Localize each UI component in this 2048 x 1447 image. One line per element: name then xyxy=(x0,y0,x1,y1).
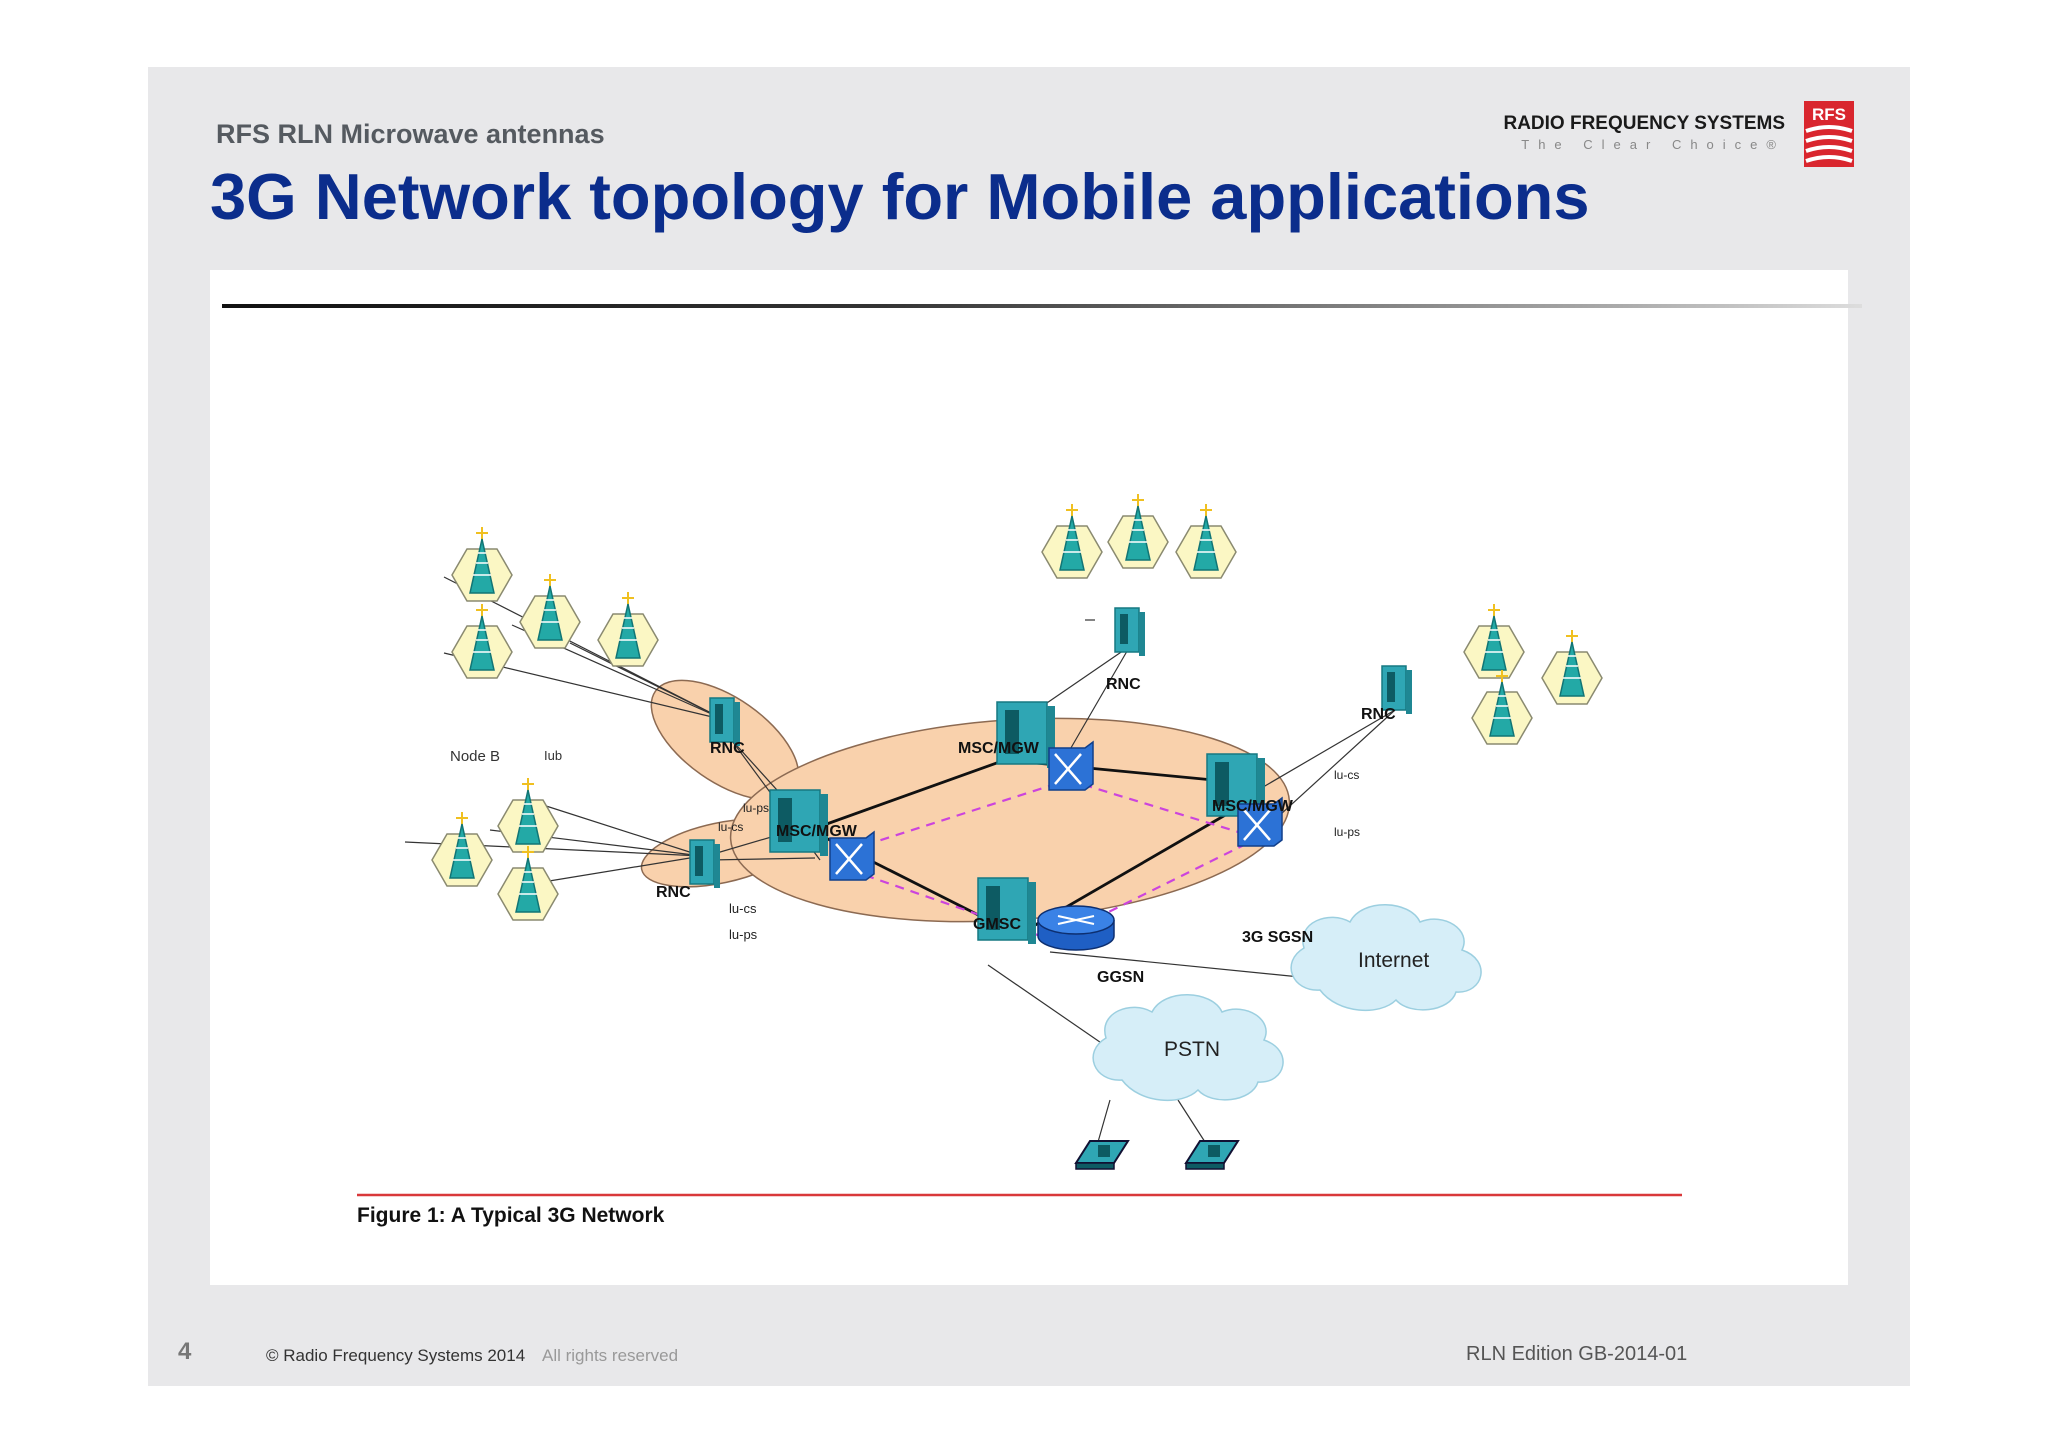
label-lu-cs-upper: lu-cs xyxy=(718,820,743,834)
figure-panel: Node B Iub RNC RNC RNC RNC MSC/MGW MSC/M… xyxy=(210,270,1862,1285)
internet-cloud-icon xyxy=(1290,904,1482,1012)
logo-company-name: RADIO FREQUENCY SYSTEMS xyxy=(1503,113,1785,134)
telephone-icon xyxy=(1075,1140,1129,1170)
label-rnc-top: RNC xyxy=(1106,676,1141,693)
tower-icon xyxy=(1041,503,1103,579)
tower-icon xyxy=(497,845,559,921)
figure-caption: Figure 1: A Typical 3G Network xyxy=(357,1204,665,1227)
label-lu-ps-right: lu-ps xyxy=(1334,825,1360,839)
gmsc-icon xyxy=(977,877,1037,945)
tower-icon xyxy=(1471,669,1533,745)
telephone-icon xyxy=(1185,1140,1239,1170)
edition-text: RLN Edition GB-2014-01 xyxy=(1466,1343,1688,1365)
label-pstn: PSTN xyxy=(1164,1038,1220,1061)
label-ggsn: GGSN xyxy=(1097,969,1144,986)
copyright-text: © Radio Frequency Systems 2014 xyxy=(266,1346,526,1365)
tower-icon xyxy=(519,573,581,649)
rnc-upper-left-icon xyxy=(709,697,741,747)
label-lu-cs-right: lu-cs xyxy=(1334,768,1359,782)
tower-icon xyxy=(597,591,659,667)
msc-mgw-top-icon xyxy=(996,701,1056,769)
label-msc-mgw-top: MSC/MGW xyxy=(958,740,1040,757)
page-number: 4 xyxy=(178,1338,192,1365)
tower-icon xyxy=(451,526,513,602)
nodeb-cluster-top xyxy=(1041,493,1237,579)
label-lu-ps-lower: lu-ps xyxy=(729,927,758,942)
pstn-cloud-icon xyxy=(1092,994,1284,1102)
slide-subtitle: RFS RLN Microwave antennas xyxy=(216,119,605,149)
divider-line xyxy=(222,304,1862,308)
label-iub: Iub xyxy=(544,748,562,763)
svg-text:RFS: RFS xyxy=(1812,105,1846,124)
label-gmsc: GMSC xyxy=(973,916,1021,933)
rights-text: All rights reserved xyxy=(542,1346,679,1365)
tower-icon xyxy=(1541,629,1603,705)
rnc-lower-left-icon xyxy=(689,839,721,889)
label-lu-ps-upper: lu-ps xyxy=(743,801,769,815)
tower-icon xyxy=(451,603,513,679)
label-internet: Internet xyxy=(1358,949,1429,972)
label-3g-sgsn: 3G SGSN xyxy=(1242,929,1313,946)
switch-icon xyxy=(1047,740,1095,792)
nodeb-cluster-right xyxy=(1463,603,1603,745)
label-rnc-upper-left: RNC xyxy=(710,740,745,757)
label-node-b: Node B xyxy=(450,748,500,765)
tower-icon xyxy=(1107,493,1169,569)
rnc-top-icon xyxy=(1114,607,1146,657)
company-logo: RADIO FREQUENCY SYSTEMS The Clear Choice… xyxy=(1503,101,1857,167)
tower-icon xyxy=(431,811,493,887)
label-msc-mgw-right: MSC/MGW xyxy=(1212,798,1294,815)
nodeb-cluster-lower-left xyxy=(431,777,559,921)
slide: RFS RLN Microwave antennas 3G Network to… xyxy=(148,67,1910,1386)
slide-title: 3G Network topology for Mobile applicati… xyxy=(210,160,1590,233)
nodeb-cluster-upper-left xyxy=(451,526,659,679)
tower-icon xyxy=(497,777,559,853)
tower-icon xyxy=(1463,603,1525,679)
label-rnc-right: RNC xyxy=(1361,706,1396,723)
logo-tagline: The Clear Choice® xyxy=(1521,137,1785,152)
label-rnc-lower-left: RNC xyxy=(656,884,691,901)
network-diagram: Node B Iub RNC RNC RNC RNC MSC/MGW MSC/M… xyxy=(357,493,1682,1227)
label-msc-mgw-left: MSC/MGW xyxy=(776,823,858,840)
tower-icon xyxy=(1175,503,1237,579)
rfs-logo-icon: RFS xyxy=(1804,101,1854,167)
label-lu-cs-lower: lu-cs xyxy=(729,901,757,916)
ggsn-router-icon xyxy=(1037,905,1115,951)
